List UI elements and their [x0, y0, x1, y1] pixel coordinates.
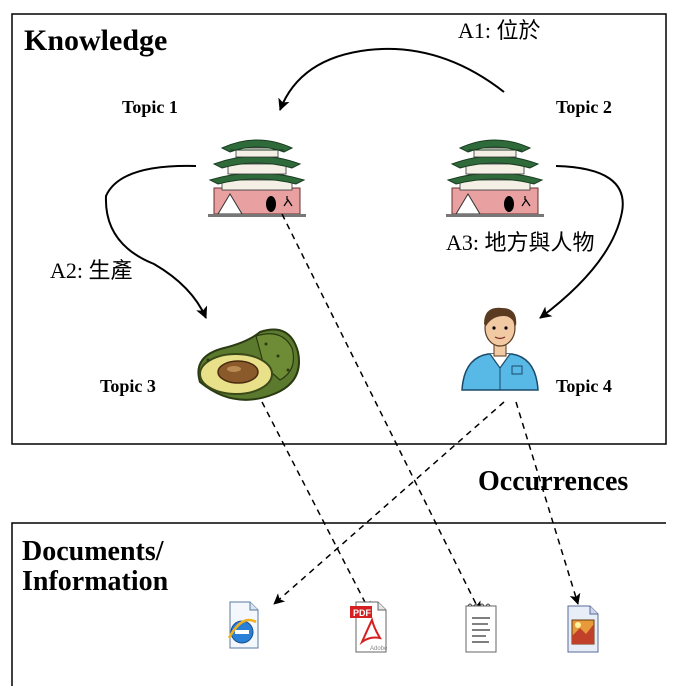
image-file-icon	[567, 605, 599, 653]
topic-4-label: Topic 4	[556, 376, 612, 396]
knowledge-title: Knowledge	[24, 24, 167, 57]
occurrence-arrow-topic4-ie	[273, 401, 505, 605]
topic-1-label: Topic 1	[122, 97, 178, 117]
association-a1-label: A1: 位於	[458, 18, 541, 43]
documents-title-line2: Information	[22, 566, 169, 597]
topic-2-label: Topic 2	[556, 97, 612, 117]
occurrence-arrow-topic3-pdf	[261, 401, 371, 613]
pagoda-icon	[207, 139, 307, 218]
association-a1-arrow	[278, 47, 505, 111]
internet-explorer-icon	[227, 601, 259, 649]
svg-text:PDF: PDF	[353, 608, 372, 618]
svg-text:Adobe: Adobe	[370, 646, 388, 652]
association-a2-label: A2: 生產	[50, 258, 133, 283]
occurrences-label: Occurrences	[478, 466, 628, 497]
pagoda-icon	[445, 139, 545, 218]
topic-3-label: Topic 3	[100, 376, 156, 396]
knowledge-frame	[11, 13, 667, 445]
association-a3-label: A3: 地方與人物	[446, 230, 595, 255]
person-icon	[461, 307, 539, 391]
text-document-icon	[465, 603, 497, 653]
pdf-file-icon: PDF Adobe	[350, 601, 388, 653]
documents-frame	[11, 522, 666, 686]
avocado-icon	[197, 328, 300, 401]
documents-title-line1: Documents/	[22, 536, 165, 567]
occurrence-arrow-topic1-text	[281, 213, 481, 613]
occurrence-arrow-topic4-image	[515, 401, 581, 605]
association-a3-arrow	[539, 165, 624, 319]
association-a2-arrow	[104, 164, 208, 319]
